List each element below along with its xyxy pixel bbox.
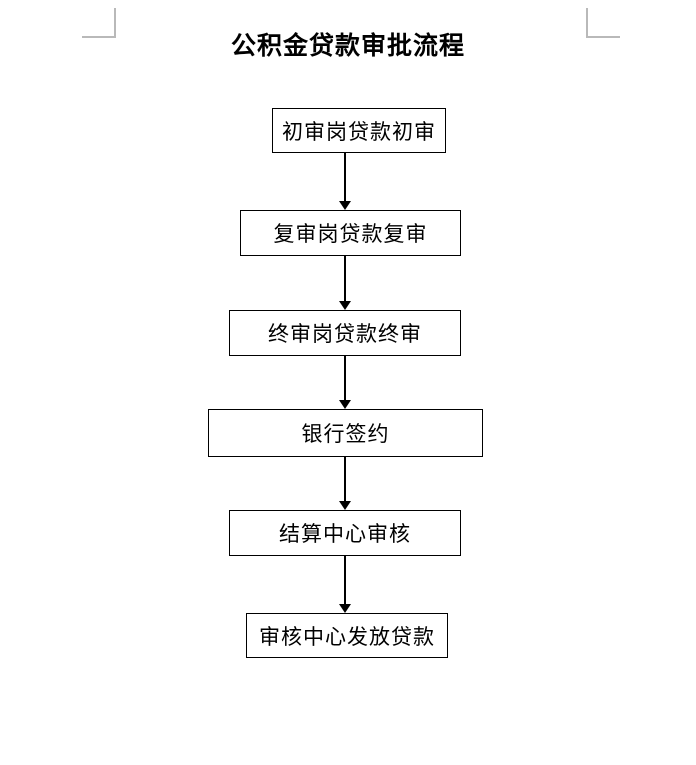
flow-node-preliminary-review: 初审岗贷款初审 (272, 108, 446, 153)
flow-node-label: 初审岗贷款初审 (282, 119, 436, 144)
flow-connector-4-to-5 (339, 457, 351, 510)
flow-connector-3-to-4 (339, 356, 351, 409)
page-title: 公积金贷款审批流程 (230, 31, 465, 60)
flow-node-label: 审核中心发放贷款 (259, 624, 435, 649)
crop-mark-top-right-icon (586, 8, 620, 40)
flow-node-bank-signing: 银行签约 (208, 409, 483, 457)
flow-node-settlement-center-audit: 结算中心审核 (229, 510, 461, 556)
flow-connector-1-to-2 (339, 153, 351, 210)
flow-node-label: 结算中心审核 (279, 522, 411, 546)
flow-node-secondary-review: 复审岗贷款复审 (240, 210, 461, 256)
flow-node-loan-disbursement: 审核中心发放贷款 (246, 613, 448, 658)
flow-node-label: 银行签约 (301, 422, 390, 446)
flow-connector-2-to-3 (339, 256, 351, 310)
crop-mark-top-left-icon (82, 8, 116, 40)
flow-node-label: 终审岗贷款终审 (268, 322, 422, 346)
flow-node-label: 复审岗贷款复审 (273, 222, 428, 246)
flow-node-final-review: 终审岗贷款终审 (229, 310, 461, 356)
flow-connector-5-to-6 (339, 556, 351, 613)
